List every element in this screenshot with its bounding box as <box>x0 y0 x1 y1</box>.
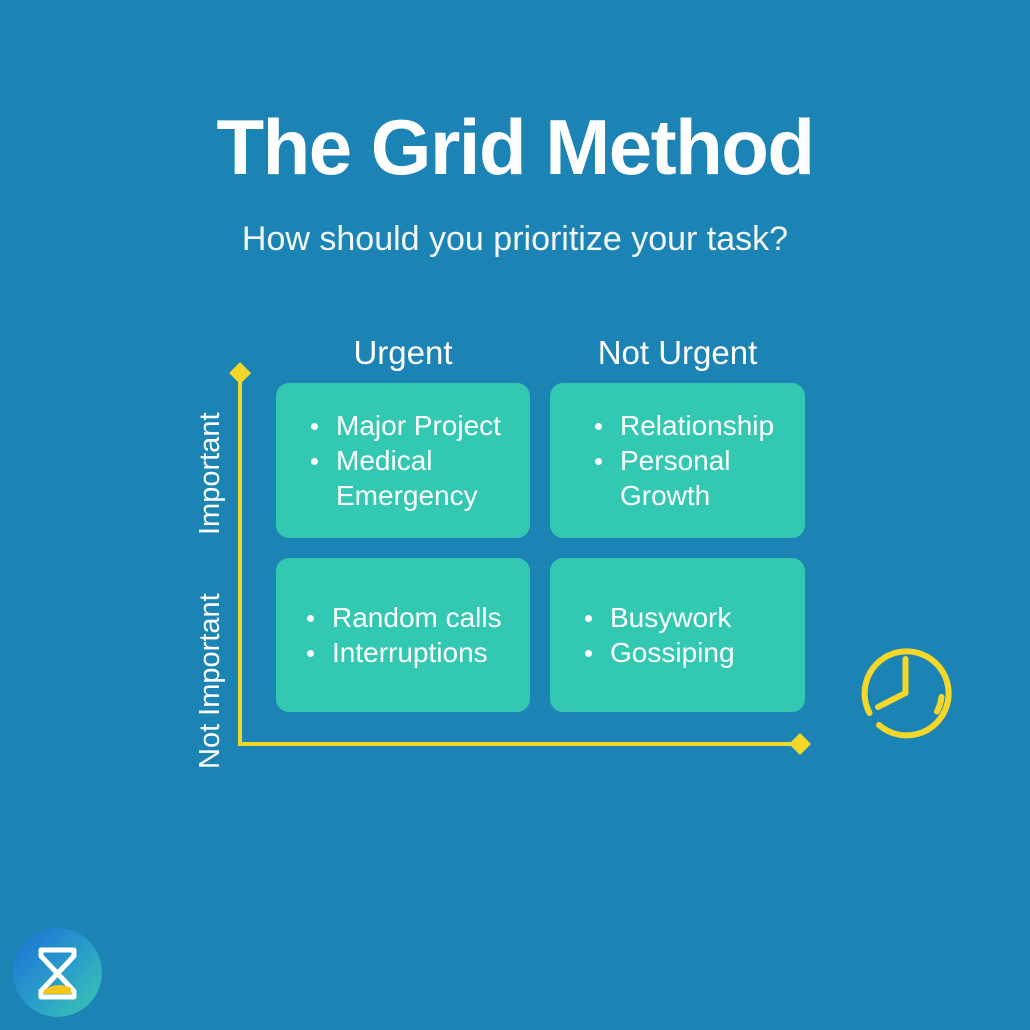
clock-hand-minute <box>875 690 909 710</box>
hourglass-sand <box>44 984 71 994</box>
hourglass-outline <box>38 947 77 1000</box>
quadrant-item-list: Busywork Gossiping <box>582 600 783 670</box>
clock-face-arc <box>861 648 952 739</box>
axis-cap-top-diamond-icon <box>229 362 252 385</box>
list-item: Medical Emergency <box>308 443 508 513</box>
clock-icon <box>861 648 952 739</box>
list-item: Major Project <box>308 408 508 443</box>
quadrant-card-important-not-urgent[interactable]: Relationship Personal Growth <box>550 383 805 538</box>
axis-cap-right-diamond-icon <box>789 733 811 755</box>
page-title: The Grid Method <box>216 103 815 191</box>
quadrant-item-list: Major Project Medical Emergency <box>308 408 508 513</box>
list-item: Personal Growth <box>592 443 783 513</box>
page-subtitle: How should you prioritize your task? <box>241 220 789 258</box>
list-item: Relationship <box>592 408 783 443</box>
list-item: Gossiping <box>582 635 783 670</box>
column-header-not-urgent: Not Urgent <box>597 334 758 371</box>
quadrant-item-list: Random calls Interruptions <box>304 600 508 670</box>
list-item: Random calls <box>304 600 508 635</box>
row-label-important: Important <box>194 412 226 536</box>
quadrant-item-list: Relationship Personal Growth <box>592 408 783 513</box>
quadrant-card-not-important-urgent[interactable]: Random calls Interruptions <box>276 558 530 712</box>
row-label-not-important: Not Important <box>194 593 226 769</box>
quadrant-card-important-urgent[interactable]: Major Project Medical Emergency <box>276 383 530 538</box>
column-header-urgent: Urgent <box>353 334 453 371</box>
quadrant-card-not-important-not-urgent[interactable]: Busywork Gossiping <box>550 558 805 712</box>
clock-face-arc-segment <box>934 694 945 715</box>
list-item: Interruptions <box>304 635 508 670</box>
hourglass-logo-icon[interactable] <box>13 928 102 1017</box>
list-item: Busywork <box>582 600 783 635</box>
